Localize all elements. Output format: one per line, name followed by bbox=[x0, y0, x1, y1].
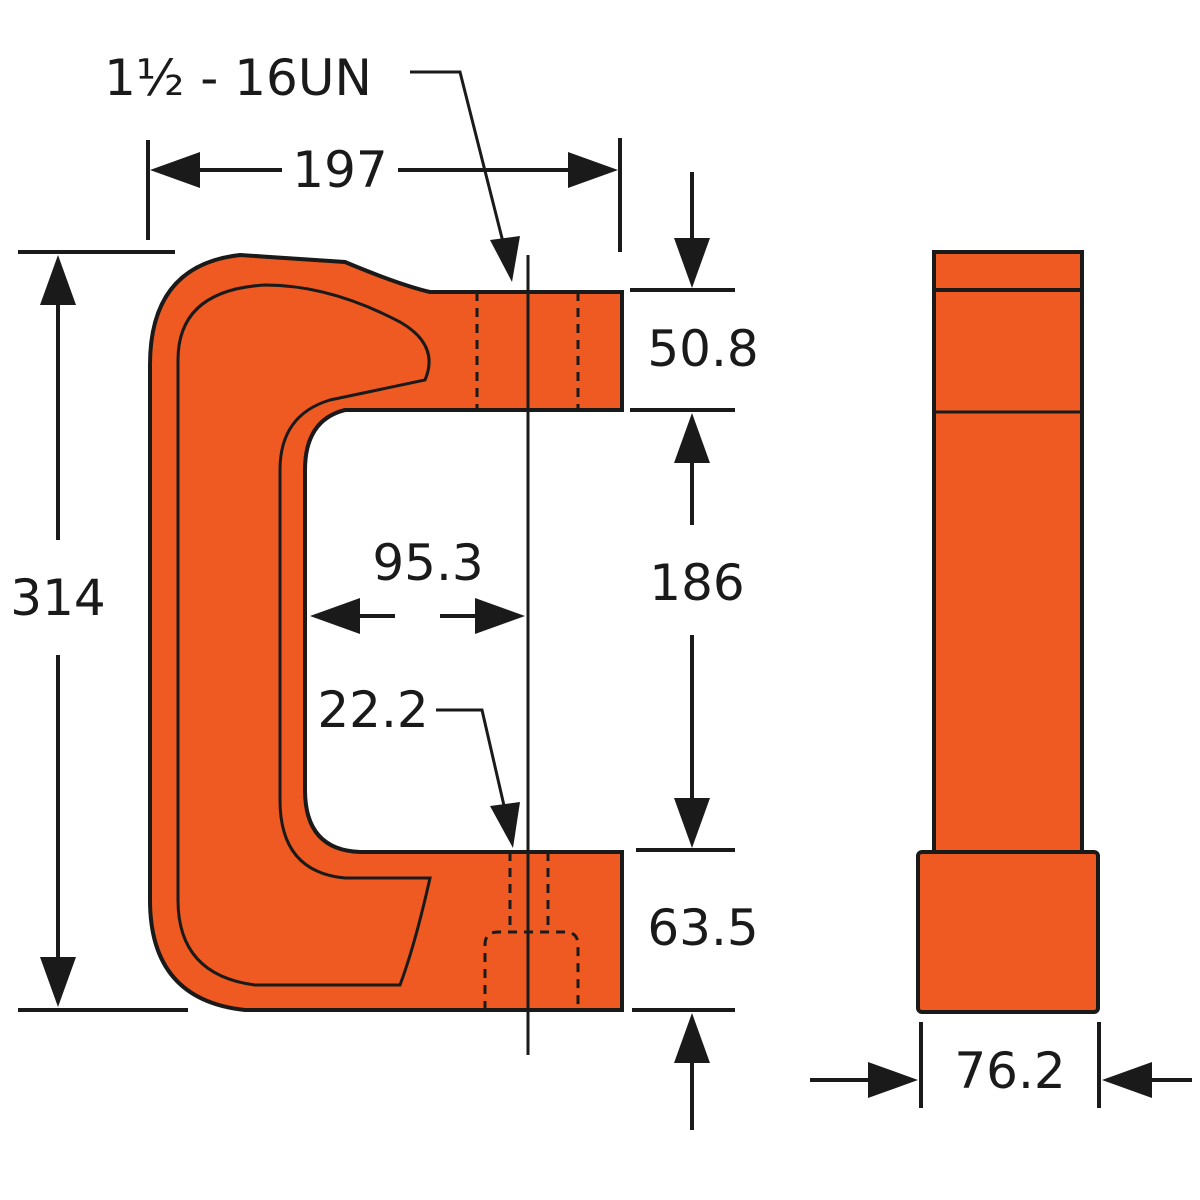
arrow-314-top bbox=[40, 255, 76, 305]
dim-hole-diameter: 22.2 bbox=[317, 681, 428, 739]
arrow-hole bbox=[490, 802, 520, 848]
counterbore-outline bbox=[483, 930, 580, 1010]
dim-lower-jaw: 63.5 bbox=[647, 899, 758, 957]
leader-thread bbox=[410, 70, 507, 251]
arrow-95-3-left bbox=[310, 598, 360, 634]
side-view-column bbox=[932, 250, 1084, 857]
arrow-197-right bbox=[568, 152, 618, 188]
dim-thread-spec: 1½ - 16UN bbox=[104, 49, 372, 107]
arrow-50-8 bbox=[674, 238, 710, 288]
dim-side-width: 76.2 bbox=[954, 1042, 1065, 1100]
arrow-63-5 bbox=[674, 1013, 710, 1063]
dim-throat-depth: 95.3 bbox=[372, 534, 483, 592]
arrow-314-bottom bbox=[40, 957, 76, 1007]
dim-upper-jaw: 50.8 bbox=[647, 320, 758, 378]
arrow-thread bbox=[490, 236, 520, 282]
c-frame-inner-contour bbox=[176, 283, 432, 987]
arrow-197-left bbox=[150, 152, 200, 188]
dim-overall-width: 197 bbox=[292, 141, 387, 199]
arrow-95-3-right bbox=[475, 598, 525, 634]
side-view-base bbox=[916, 850, 1100, 1014]
arrow-76-2-right bbox=[1102, 1062, 1152, 1098]
dim-opening-height: 186 bbox=[649, 554, 744, 612]
leader-hole bbox=[436, 708, 507, 811]
arrow-76-2-left bbox=[868, 1062, 918, 1098]
c-frame-body bbox=[148, 252, 624, 1012]
arrow-186-bottom bbox=[674, 798, 710, 848]
dim-overall-height: 314 bbox=[10, 569, 105, 627]
arrow-186-top bbox=[674, 413, 710, 463]
